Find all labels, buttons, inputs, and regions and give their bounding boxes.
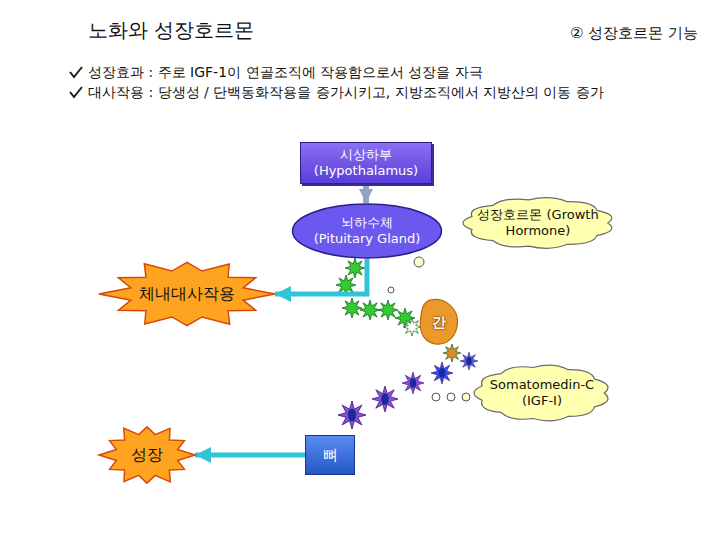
igf-dot	[432, 393, 440, 401]
hormone-star	[403, 318, 421, 336]
node-text: 체내대사작용	[139, 284, 235, 303]
check-mark	[70, 67, 82, 77]
node-text: Somatomedin-C (IGF-I)	[488, 377, 596, 408]
igf-dot	[447, 393, 455, 401]
igf-star	[338, 401, 366, 429]
bone-box: 뼈	[305, 435, 355, 475]
burst-shape	[99, 262, 275, 325]
pituitary-ellipse: 뇌하수체 (Pituitary Gland)	[291, 203, 443, 259]
bullet-note: 대사작용 : 당생성 / 단백동화작용을 증가시키고, 지방조직에서 지방산의 …	[88, 84, 604, 101]
hormone-dot	[414, 257, 424, 267]
node-text: 성장호르몬 (Growth Hormone)	[476, 207, 601, 238]
node-text: 뼈	[323, 446, 338, 464]
hormone-star	[443, 344, 461, 362]
ellipse-shape	[293, 204, 442, 258]
effect-burst: 체내대사작용	[99, 258, 275, 330]
igf-star	[460, 352, 478, 370]
hypothalamus-box: 시상하부 (Hypothalamus)	[300, 142, 432, 184]
hormone-cloud: 성장호르몬 (Growth Hormone)	[454, 193, 623, 253]
hormone-star	[378, 300, 398, 320]
igf-star	[402, 372, 424, 394]
cloud-shape	[474, 365, 608, 421]
hormone-star	[360, 300, 380, 320]
cloud-shape	[462, 198, 611, 249]
liver-shape	[420, 299, 457, 344]
flow-arrow	[275, 259, 367, 294]
igf-star	[372, 386, 398, 412]
bullet-note: 성장효과 : 주로 IGF-1이 연골조직에 작용함으로서 성장을 자극	[88, 64, 483, 81]
burst-shape	[99, 427, 195, 483]
node-text: 간	[432, 314, 446, 331]
igf-dot	[462, 393, 470, 401]
check-mark	[70, 87, 82, 97]
node-text: 성장	[131, 445, 163, 464]
hormone-star	[342, 298, 362, 318]
hormone-star	[345, 258, 365, 278]
page-title: 노화와 성장호르몬	[88, 18, 254, 42]
igf-star	[431, 362, 453, 384]
flow-arrow	[363, 184, 369, 203]
node-text: 시상하부 (Hypothalamus)	[312, 147, 420, 178]
node-text: 뇌하수체 (Pituitary Gland)	[312, 215, 422, 246]
hormone-dot	[388, 287, 394, 293]
flow-arrow	[195, 453, 305, 458]
liver-blob: 간	[418, 298, 460, 346]
igf-cloud: Somatomedin-C (IGF-I)	[466, 360, 618, 426]
growth-burst: 성장	[99, 423, 195, 487]
section-heading: ② 성장호르몬 기능	[570, 24, 698, 42]
